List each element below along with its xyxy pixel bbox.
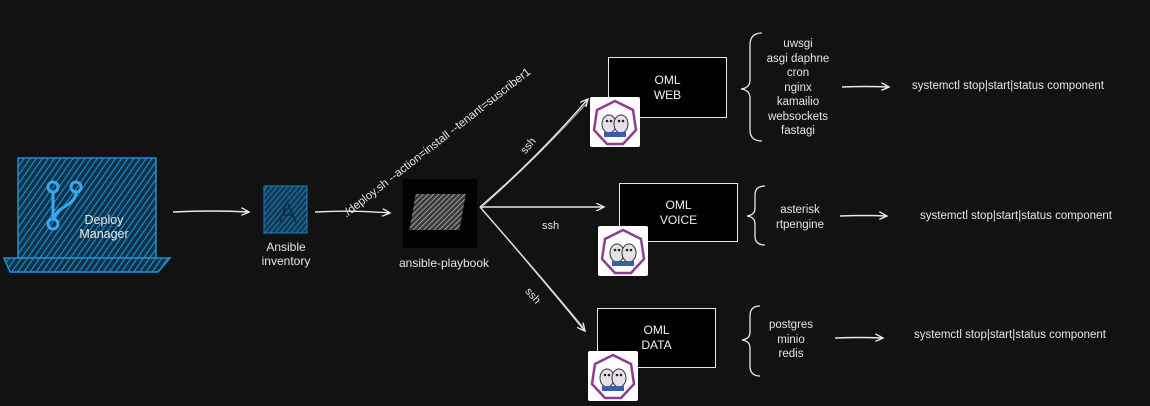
arrow-playbook-to-web-2 [481, 103, 587, 208]
deploy-manager-laptop-icon [2, 157, 172, 273]
brace-voice [746, 185, 766, 246]
component-item: websockets [767, 110, 829, 123]
component-item: asgi daphne [766, 52, 830, 65]
deploy-manager-line1: Deploy [84, 213, 124, 227]
arrow-data-to-command [834, 338, 883, 339]
inventory-mark [279, 199, 297, 223]
component-item: fastagi [781, 125, 815, 137]
brace-data [741, 305, 761, 377]
component-item: cron [786, 67, 810, 79]
oml-data-line2: DATA [641, 338, 672, 352]
data-components-list: postgres minio redis [756, 318, 826, 362]
arrow-voice-to-command [839, 216, 887, 217]
component-item: uwsgi [783, 38, 813, 50]
component-item: rtpengine [776, 218, 824, 231]
voice-components-list: asterisk rtpengine [760, 203, 840, 232]
oml-web-node: OML WEB [608, 57, 727, 118]
inventory-line2: inventory [261, 254, 311, 268]
oml-data-line1: OML [643, 323, 670, 337]
oml-voice-line1: OML [665, 197, 692, 212]
arrow-playbook-to-data [479, 206, 585, 331]
component-item: minio [777, 333, 805, 346]
component-item: asterisk [780, 204, 820, 216]
inventory-line1: Ansible [266, 240, 306, 254]
postgres-seal-logo-icon [590, 97, 640, 147]
ansible-inventory-icon [263, 185, 308, 234]
data-systemctl-command: systemctl stop|start|status component [914, 329, 1106, 341]
web-components-list: uwsgi asgi daphne cron nginx kamailio we… [752, 37, 844, 139]
arrow-playbook-to-web [479, 99, 588, 208]
voice-systemctl-command: systemctl stop|start|status component [920, 210, 1112, 222]
git-branch-icon [46, 180, 83, 231]
brace-web [740, 32, 763, 142]
component-item: redis [778, 348, 804, 360]
arrow-web-to-command [841, 87, 889, 88]
deploy-manager-line2: Manager [79, 227, 129, 241]
oml-web-line2: WEB [653, 87, 682, 102]
arrow-inventory-to-playbook [314, 211, 390, 213]
inventory-label: Ansible inventory [250, 240, 322, 268]
playbook-texture [409, 194, 466, 230]
oml-voice-line2: VOICE [659, 212, 698, 227]
ssh-label-voice: ssh [542, 220, 560, 232]
postgres-seal-logo-icon [588, 351, 638, 401]
postgres-seal-logo-icon [598, 226, 648, 276]
playbook-label: ansible-playbook [398, 256, 490, 270]
oml-web-line1: OML [654, 72, 681, 87]
component-item: kamailio [776, 96, 820, 108]
arrow-manager-to-inventory [172, 211, 249, 212]
component-item: postgres [768, 319, 814, 331]
deploy-manager-label: Deploy Manager [72, 213, 136, 241]
web-systemctl-command: systemctl stop|start|status component [912, 80, 1104, 92]
arrow-playbook-to-data-2 [481, 208, 584, 328]
component-item: nginx [784, 81, 812, 94]
